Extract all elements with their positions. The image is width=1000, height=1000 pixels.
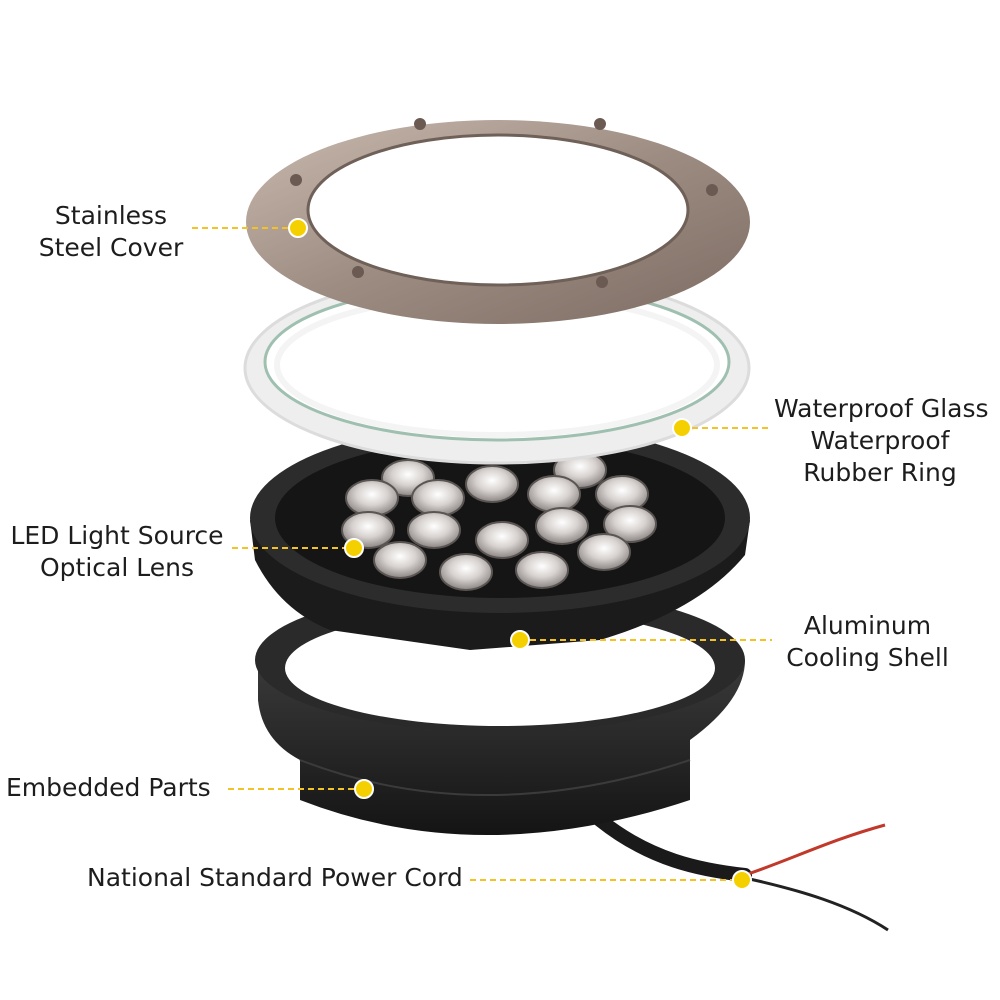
led-lens: [475, 521, 529, 559]
label-line: LED Light Source: [10, 521, 224, 550]
led-lens: [465, 465, 519, 503]
led-lens: [603, 505, 657, 543]
leader-aluminum-cooling-shell-dot: [510, 630, 530, 650]
led-lens: [527, 475, 581, 513]
led-lens: [439, 553, 493, 591]
label-line: Aluminum: [803, 611, 932, 640]
label-aluminum-cooling-shell: Aluminum Cooling Shell: [775, 610, 960, 674]
led-lens: [577, 533, 631, 571]
led-lens: [411, 479, 465, 517]
led-lens: [373, 541, 427, 579]
label-led-optical-lens: LED Light Source Optical Lens: [6, 520, 228, 584]
label-waterproof-rubber-ring: Waterproof Rubber Ring: [790, 425, 970, 489]
led-lens: [345, 479, 399, 517]
label-line: Optical Lens: [40, 553, 194, 582]
label-line: Rubber Ring: [803, 458, 957, 487]
label-line: Waterproof Glass: [774, 394, 989, 423]
leader-led-optical-lens-dot: [344, 538, 364, 558]
led-lens: [407, 511, 461, 549]
label-embedded-parts: Embedded Parts: [6, 772, 211, 804]
led-lens-array: [341, 451, 657, 591]
leader-stainless-steel-cover-dot: [288, 218, 308, 238]
label-line: Steel Cover: [38, 233, 184, 262]
label-waterproof-glass: Waterproof Glass: [774, 393, 989, 425]
label-line: Waterproof: [810, 426, 950, 455]
waterproof-glass-rubber-ring: [243, 271, 751, 465]
label-line: Stainless: [54, 201, 168, 230]
led-lens: [515, 551, 569, 589]
stainless-steel-cover: [246, 118, 750, 324]
label-line: Cooling Shell: [786, 643, 949, 672]
label-power-cord: National Standard Power Cord: [87, 862, 463, 894]
label-line: Embedded Parts: [6, 773, 211, 802]
leader-lines: [192, 218, 772, 890]
led-lens: [535, 507, 589, 545]
leader-waterproof-glass-dot: [672, 418, 692, 438]
leader-power-cord-dot: [732, 870, 752, 890]
leader-embedded-parts-dot: [354, 779, 374, 799]
label-stainless-steel-cover: Stainless Steel Cover: [26, 200, 196, 264]
label-line: National Standard Power Cord: [87, 863, 463, 892]
